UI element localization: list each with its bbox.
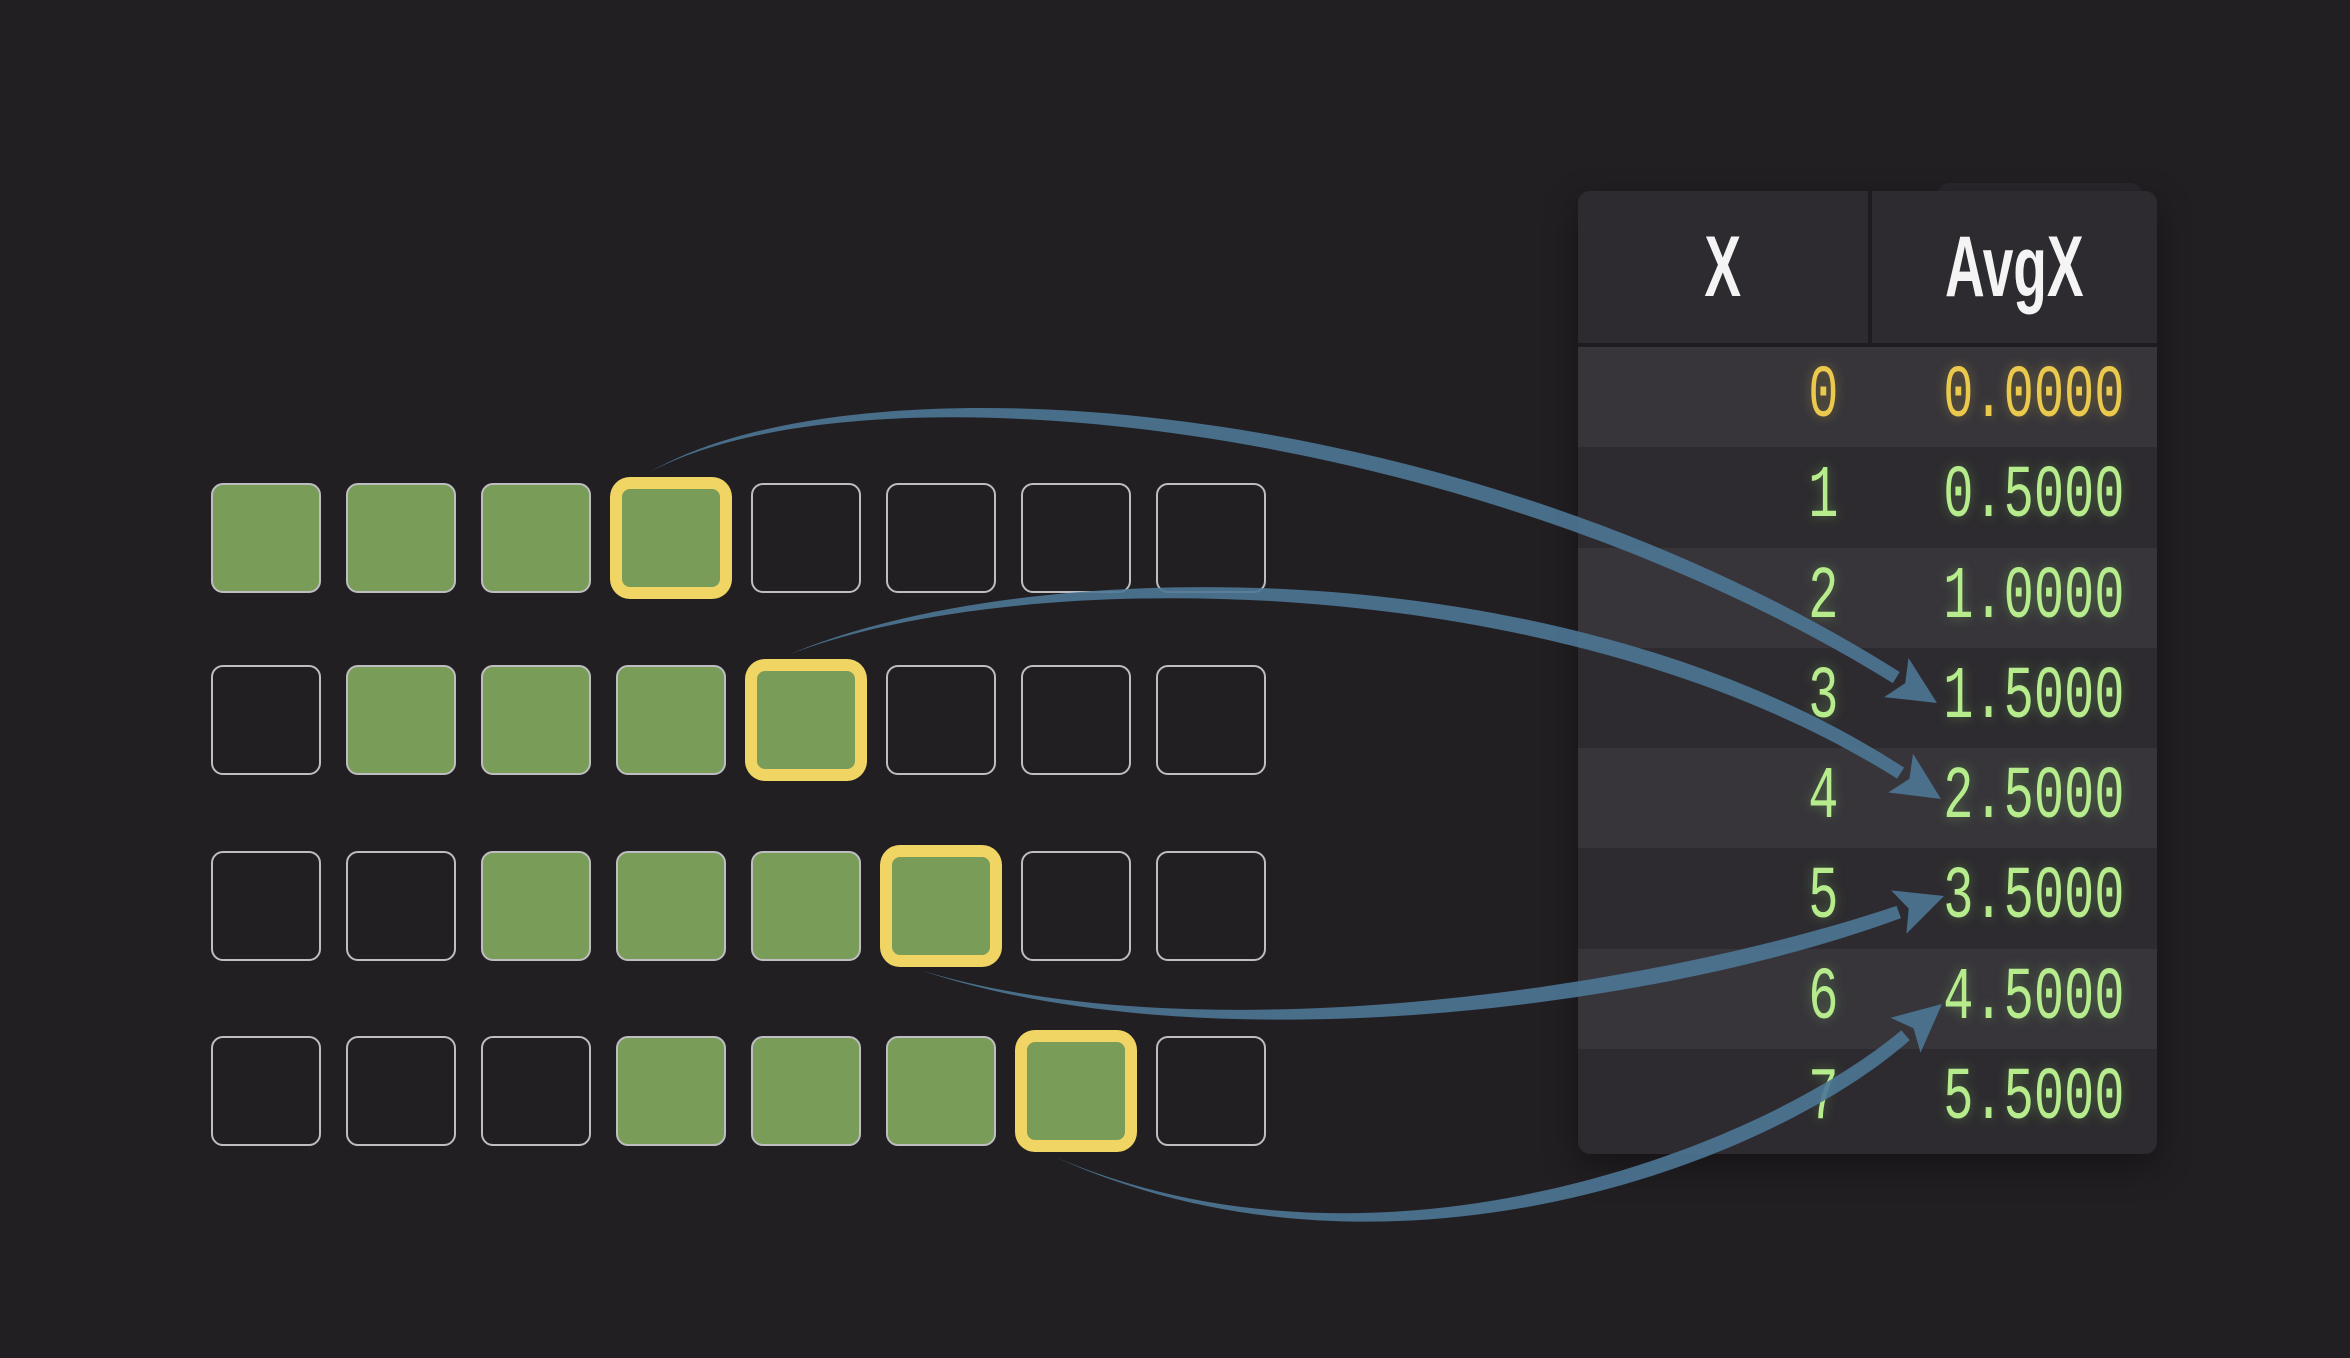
cell-x-value: 1 xyxy=(1807,455,1838,540)
grid-cell-empty xyxy=(1021,665,1131,775)
column-header-avgx: AvgX xyxy=(1872,191,2157,343)
cell-avgx-value: 5.5000 xyxy=(1942,1056,2124,1141)
table-row: 6 4.5000 xyxy=(1578,948,2157,1049)
grid-cell-empty xyxy=(886,483,996,593)
grid-cell-empty xyxy=(1156,483,1266,593)
grid-cell-filled xyxy=(616,851,726,961)
grid-cell-empty xyxy=(1156,851,1266,961)
grid-cell-empty xyxy=(481,1036,591,1146)
grid-cell-highlighted xyxy=(886,851,996,961)
cell-x-value: 7 xyxy=(1807,1056,1838,1141)
grid-cell-filled xyxy=(481,665,591,775)
grid-cell-empty xyxy=(886,665,996,775)
cell-x: 6 xyxy=(1578,949,1872,1049)
grid-cell-empty xyxy=(1021,851,1131,961)
grid-cell-empty xyxy=(751,483,861,593)
cell-x: 7 xyxy=(1578,1049,1872,1149)
cell-x-value: 0 xyxy=(1807,355,1838,440)
grid-cell-filled xyxy=(211,483,321,593)
cell-avgx-value: 4.5000 xyxy=(1942,956,2124,1041)
grid-cell-highlighted xyxy=(616,483,726,593)
grid-cell-empty xyxy=(1156,665,1266,775)
table-row: 5 3.5000 xyxy=(1578,848,2157,948)
cell-avgx-value: 2.5000 xyxy=(1942,756,2124,841)
column-header-avgx-label: AvgX xyxy=(1945,219,2084,315)
column-header-x-label: X xyxy=(1704,219,1742,315)
grid-cell-empty xyxy=(211,1036,321,1146)
cell-x: 1 xyxy=(1578,447,1872,547)
grid-cell-empty xyxy=(211,665,321,775)
table-row: 7 5.5000 xyxy=(1578,1049,2157,1149)
cell-avgx: 0.5000 xyxy=(1872,447,2157,547)
moving-average-table: X AvgX 0 0.0000 1 0.5000 2 1.0000 3 1.5000 4 2.50… xyxy=(1578,191,2157,1154)
cell-avgx: 5.5000 xyxy=(1872,1049,2157,1149)
grid-cell-empty xyxy=(1021,483,1131,593)
grid-cell-empty xyxy=(1156,1036,1266,1146)
cell-x-value: 6 xyxy=(1807,956,1838,1041)
grid-cell-highlighted xyxy=(1021,1036,1131,1146)
table-row: 3 1.5000 xyxy=(1578,648,2157,748)
cell-x: 3 xyxy=(1578,648,1872,748)
grid-cell-filled xyxy=(616,665,726,775)
table-header: X AvgX xyxy=(1578,191,2157,347)
table-row: 2 1.0000 xyxy=(1578,547,2157,648)
grid-cell-filled xyxy=(751,851,861,961)
cell-avgx: 4.5000 xyxy=(1872,949,2157,1049)
cell-x: 0 xyxy=(1578,347,1872,447)
cell-x-value: 4 xyxy=(1807,756,1838,841)
grid-cell-filled xyxy=(616,1036,726,1146)
table-row: 4 2.5000 xyxy=(1578,748,2157,849)
cell-avgx: 0.0000 xyxy=(1872,347,2157,447)
cell-avgx-value: 1.0000 xyxy=(1942,555,2124,640)
cell-x: 2 xyxy=(1578,548,1872,648)
grid-cell-filled xyxy=(481,851,591,961)
cell-x-value: 2 xyxy=(1807,555,1838,640)
cell-avgx: 1.5000 xyxy=(1872,648,2157,748)
cell-x-value: 5 xyxy=(1807,856,1838,941)
cell-avgx: 2.5000 xyxy=(1872,748,2157,848)
table-row: 1 0.5000 xyxy=(1578,447,2157,547)
grid-cell-filled xyxy=(346,483,456,593)
grid-cell-empty xyxy=(346,851,456,961)
cell-avgx-value: 0.5000 xyxy=(1942,455,2124,540)
cell-x: 5 xyxy=(1578,848,1872,948)
grid-cell-filled xyxy=(481,483,591,593)
cell-x: 4 xyxy=(1578,748,1872,848)
grid-cell-filled xyxy=(886,1036,996,1146)
grid-cell-empty xyxy=(346,1036,456,1146)
cell-avgx: 3.5000 xyxy=(1872,848,2157,948)
cell-avgx: 1.0000 xyxy=(1872,548,2157,648)
grid-cell-filled xyxy=(346,665,456,775)
grid-cell-filled xyxy=(751,1036,861,1146)
cell-avgx-value: 0.0000 xyxy=(1942,355,2124,440)
cell-avgx-value: 1.5000 xyxy=(1942,655,2124,740)
grid-cell-empty xyxy=(211,851,321,961)
table-row: 0 0.0000 xyxy=(1578,347,2157,448)
column-header-x: X xyxy=(1578,191,1872,343)
cell-x-value: 3 xyxy=(1807,655,1838,740)
table-body: 0 0.0000 1 0.5000 2 1.0000 3 1.5000 4 2.5000 5 3.50… xyxy=(1578,347,2157,1149)
cell-avgx-value: 3.5000 xyxy=(1942,856,2124,941)
grid-cell-highlighted xyxy=(751,665,861,775)
